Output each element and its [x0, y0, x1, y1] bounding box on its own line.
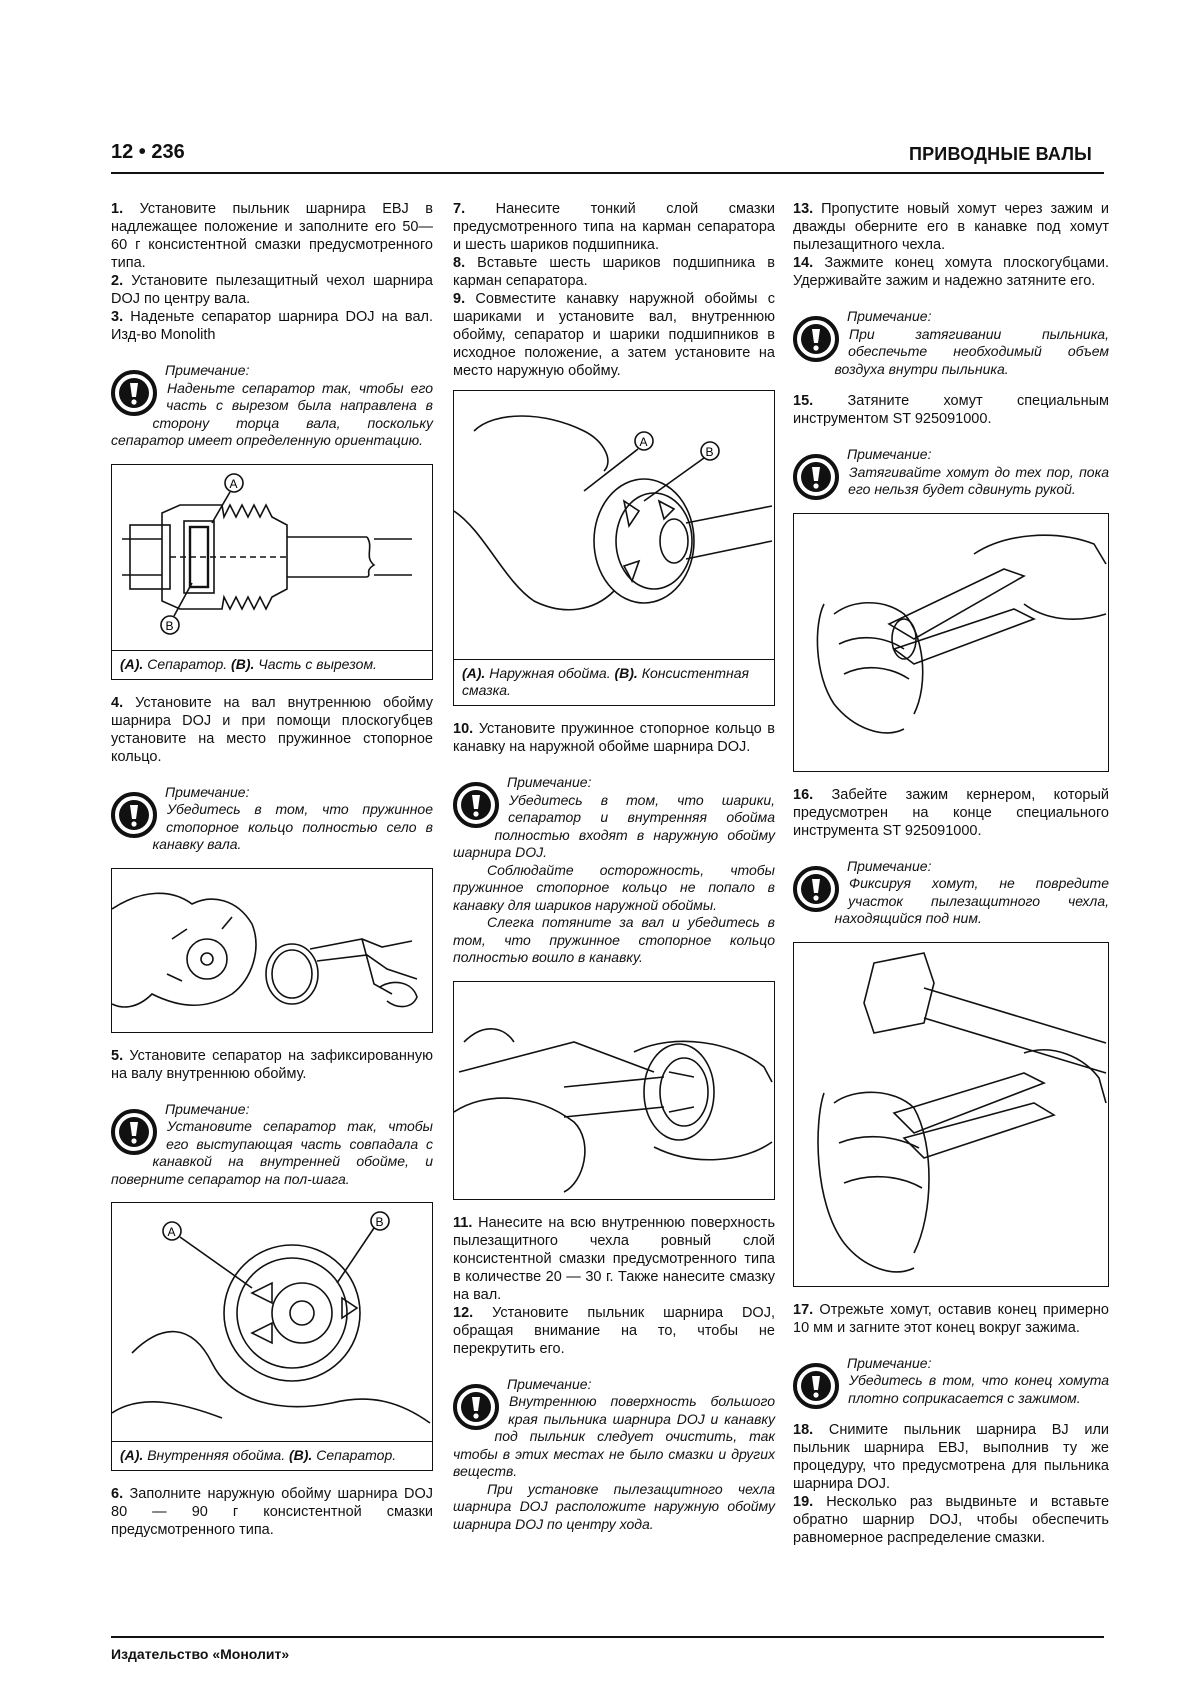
figure-caption: (A). Внутренняя обойма. (B). Сепаратор.	[112, 1441, 432, 1470]
warning-icon	[111, 791, 157, 838]
callout-b: B	[166, 619, 174, 633]
snap-ring-check-drawing	[453, 1027, 773, 1193]
figure-separator: A B (A). Сепаратор. (B). Часть с вырезом…	[111, 463, 433, 680]
step-4: 4. Установите на вал внутреннюю обойму ш…	[111, 694, 433, 765]
note-title: Примечание:	[164, 362, 250, 378]
step-2: 2. Установите пылезащитный чехол шарнира…	[111, 273, 433, 307]
note-5: Примечание: Внутреннюю поверхность больш…	[453, 1376, 775, 1534]
figure-snap-ring	[111, 867, 433, 1033]
step-11: 11. Нанесите на всю внутреннюю поверхнос…	[453, 1214, 775, 1303]
step-12: 12. Установите пыльник шарнира DOJ, обра…	[453, 1304, 775, 1357]
note-2: Примечание: Убедитесь в том, что пружинн…	[111, 784, 433, 854]
figure-outer-race: A B (A). Наружная обойма. (B). Консистен…	[453, 390, 775, 706]
warning-icon	[793, 1362, 839, 1409]
note-text: Внутреннюю поверхность большого края пыл…	[453, 1393, 775, 1479]
note-text: При затягивании пыльника, обеспечьте нео…	[834, 325, 1109, 377]
figure-inner-race: A B (A). Внутренняя обойма. (B). Сепарат…	[111, 1202, 433, 1471]
callout-a: A	[640, 435, 648, 449]
figure-hammer-punch	[793, 941, 1109, 1287]
note-title: Примечание:	[846, 446, 932, 462]
publisher-footer: Издательство «Монолит»	[111, 1646, 290, 1662]
inner-race-drawing: A B	[112, 1211, 431, 1424]
warning-icon	[111, 1108, 157, 1155]
column-1: 1. Установите пыльник шарнира EBJ в надл…	[111, 200, 433, 1539]
figure-caption: (A). Сепаратор. (B). Часть с вырезом.	[112, 649, 432, 679]
note-text: Слегка потяните за вал и убедитесь в том…	[453, 914, 775, 965]
step-17: 17. Отрежьте хомут, оставив конец пример…	[793, 1301, 1110, 1336]
step-8: 8. Вставьте шесть шариков подшипника в к…	[453, 255, 776, 289]
callout-a: A	[168, 1225, 176, 1239]
note-text: При установке пылезащитного чехла шарнир…	[453, 1480, 775, 1532]
footer-rule	[111, 1636, 1104, 1638]
note-title: Примечание:	[164, 783, 250, 800]
note-title: Примечание:	[846, 1354, 932, 1371]
figure-snap-ring-check	[453, 980, 775, 1200]
step-19: 19. Несколько раз выдвиньте и вставьте о…	[793, 1494, 1110, 1546]
step-10: 10. Установите пружинное стопорное кольц…	[453, 721, 775, 755]
note-text: Наденьте сепаратор так, чтобы его часть …	[111, 379, 433, 449]
note-text: Затягивайте хомут до тех пор, пока его н…	[848, 463, 1109, 498]
page-number: 12 • 236	[111, 141, 185, 163]
note-3: Примечание: Установите сепаратор так, чт…	[111, 1101, 433, 1189]
step-6: 6. Заполните наружную обойму шарнира DOJ…	[111, 1486, 433, 1538]
header-rule	[111, 172, 1104, 174]
step-16: 16. Забейте зажим кернером, который пред…	[793, 786, 1110, 839]
note-text: Убедитесь в том, что пружинное стопорное…	[152, 801, 433, 852]
section-title: ПРИВОДНЫЕ ВАЛЫ	[908, 144, 1092, 164]
warning-icon	[111, 370, 157, 416]
clamp-tool-drawing	[816, 534, 1107, 734]
step-9: 9. Совместите канавку наружной обоймы с …	[453, 291, 776, 379]
step-3: 3. Наденьте сепаратор шарнира DOJ на вал…	[111, 309, 434, 343]
note-8: Примечание: Фиксируя хомут, не повредите…	[793, 858, 1109, 928]
note-text: Установите сепаратор так, чтобы его выст…	[111, 1118, 433, 1187]
note-text: Фиксируя хомут, не повредите участок пыл…	[834, 875, 1109, 926]
step-13: 13. Пропустите новый хомут через зажим и…	[793, 201, 1110, 253]
callout-a: A	[230, 477, 238, 491]
outer-race-drawing: A B	[454, 415, 773, 611]
note-text: Убедитесь в том, что конец хомута плотно…	[848, 1372, 1109, 1406]
note-title: Примечание:	[506, 774, 592, 790]
note-9: Примечание: Убедитесь в том, что конец х…	[793, 1354, 1109, 1409]
column-2: 7. Нанесите тонкий слой смазки предусмот…	[453, 200, 775, 1547]
note-6: Примечание: При затягивании пыльника, об…	[793, 308, 1109, 378]
column-3: 13. Пропустите новый хомут через зажим и…	[793, 200, 1109, 1547]
warning-icon	[793, 454, 839, 500]
callout-b: B	[706, 445, 714, 459]
note-title: Примечание:	[164, 1100, 250, 1117]
note-text: Соблюдайте осторожность, чтобы пружинное…	[453, 861, 775, 913]
step-7: 7. Нанесите тонкий слой смазки предусмот…	[453, 201, 775, 253]
note-title: Примечание:	[506, 1375, 592, 1392]
step-15: 15. Затяните хомут специальным инструмен…	[793, 393, 1109, 427]
hammer-punch-drawing	[817, 951, 1107, 1273]
note-title: Примечание:	[846, 308, 932, 324]
snap-ring-drawing	[111, 892, 418, 1008]
step-1: 1. Установите пыльник шарнира EBJ в надл…	[111, 201, 433, 271]
figure-caption: (A). Наружная обойма. (B). Консистентная…	[454, 659, 774, 705]
note-4: Примечание: Убедитесь в том, что шарики,…	[453, 774, 775, 967]
warning-icon	[453, 1383, 499, 1430]
figure-clamp-tool	[793, 512, 1109, 772]
note-7: Примечание: Затягивайте хомут до тех пор…	[793, 446, 1109, 500]
step-18: 18. Снимите пыльник шарнира BJ или пыльн…	[793, 1422, 1110, 1492]
warning-icon	[793, 316, 839, 362]
warning-icon	[453, 782, 499, 828]
callout-b: B	[376, 1215, 384, 1229]
note-title: Примечание:	[846, 857, 932, 874]
step-14: 14. Зажмите конец хомута плоскогубцами. …	[793, 255, 1110, 289]
step-5: 5. Установите сепаратор на зафиксированн…	[111, 1047, 434, 1082]
separator-drawing: A B	[122, 472, 412, 635]
warning-icon	[793, 865, 839, 912]
note-1: Примечание: Наденьте сепаратор так, чтоб…	[111, 362, 433, 450]
note-text: Убедитесь в том, что шарики, сепаратор и…	[453, 791, 775, 861]
